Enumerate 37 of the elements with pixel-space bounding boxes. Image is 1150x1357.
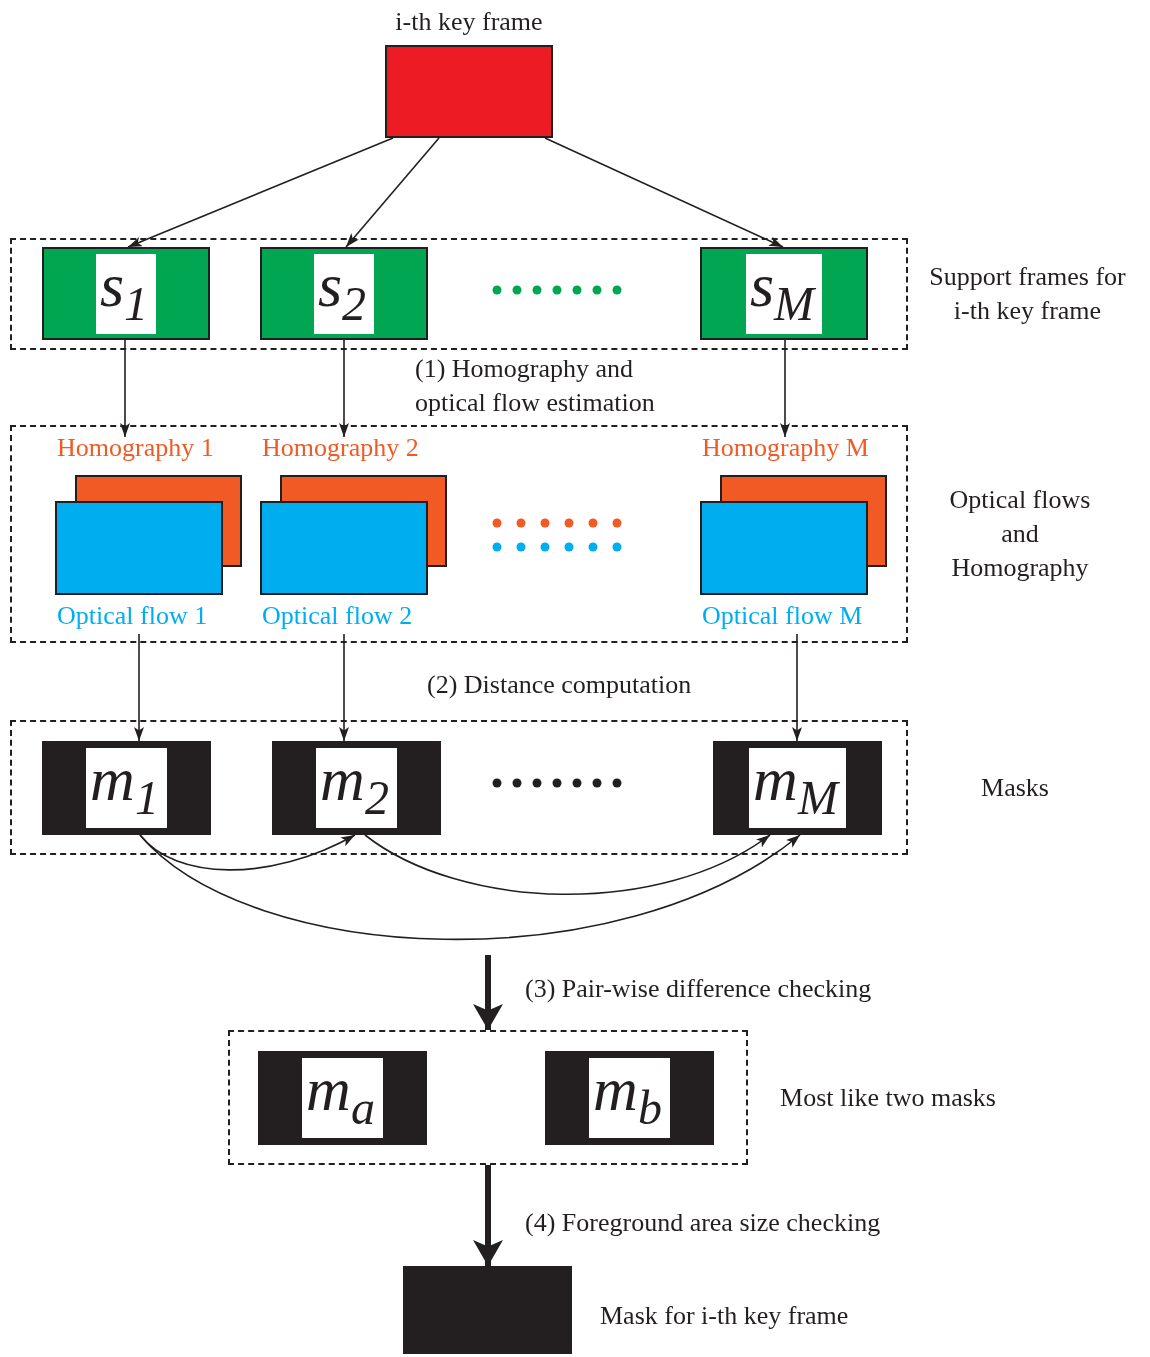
- math-symbol: s$_{2}$: [313, 253, 375, 334]
- arrow: [139, 834, 801, 941]
- optical-flow-label: Optical flow 1: [57, 600, 208, 632]
- arrow: [345, 137, 440, 248]
- homography-label: Homography 2: [262, 432, 419, 464]
- math-symbol: s$_{1}$: [95, 253, 157, 334]
- math-symbol: m$_{a}$: [302, 1058, 383, 1138]
- optical-flow-label: Optical flow 2: [262, 600, 413, 632]
- arrow: [792, 633, 802, 742]
- math-symbol: m$_{M}$: [749, 748, 846, 828]
- arrow: [339, 633, 349, 742]
- arrow: [127, 137, 394, 248]
- step-label: (4) Foreground area size checking: [525, 1207, 882, 1239]
- group-label: Masks: [981, 771, 1049, 804]
- math-symbol: s$_{M}$: [745, 253, 823, 334]
- frame-label: i-th key frame: [394, 6, 544, 38]
- arrow: [780, 339, 790, 438]
- group-label: Support frames for i-th key frame: [928, 261, 1127, 327]
- step-label: (2) Distance computation: [427, 669, 693, 701]
- arrow: [364, 834, 771, 896]
- step-label: (3) Pair-wise difference checking: [525, 973, 873, 1005]
- arrow: [134, 633, 144, 742]
- math-symbol: m$_{1}$: [86, 748, 167, 828]
- arrow: [339, 339, 349, 438]
- optical-flow-label: Optical flow M: [702, 600, 863, 632]
- thick-arrow: [473, 1165, 503, 1266]
- homography-label: Homography M: [702, 432, 869, 464]
- step-label: (1) Homography and optical flow estimation: [415, 353, 656, 419]
- mask-caption: Mask for i-th key frame: [600, 1300, 849, 1332]
- homography-label: Homography 1: [57, 432, 214, 464]
- arrow: [120, 339, 130, 438]
- thick-arrow: [473, 955, 503, 1030]
- arrow: [544, 137, 784, 248]
- group-label: Optical flows and Homography: [948, 484, 1092, 584]
- math-symbol: m$_{b}$: [589, 1058, 670, 1138]
- math-symbol: m$_{2}$: [316, 748, 397, 828]
- group-label: Most like two masks: [780, 1081, 996, 1114]
